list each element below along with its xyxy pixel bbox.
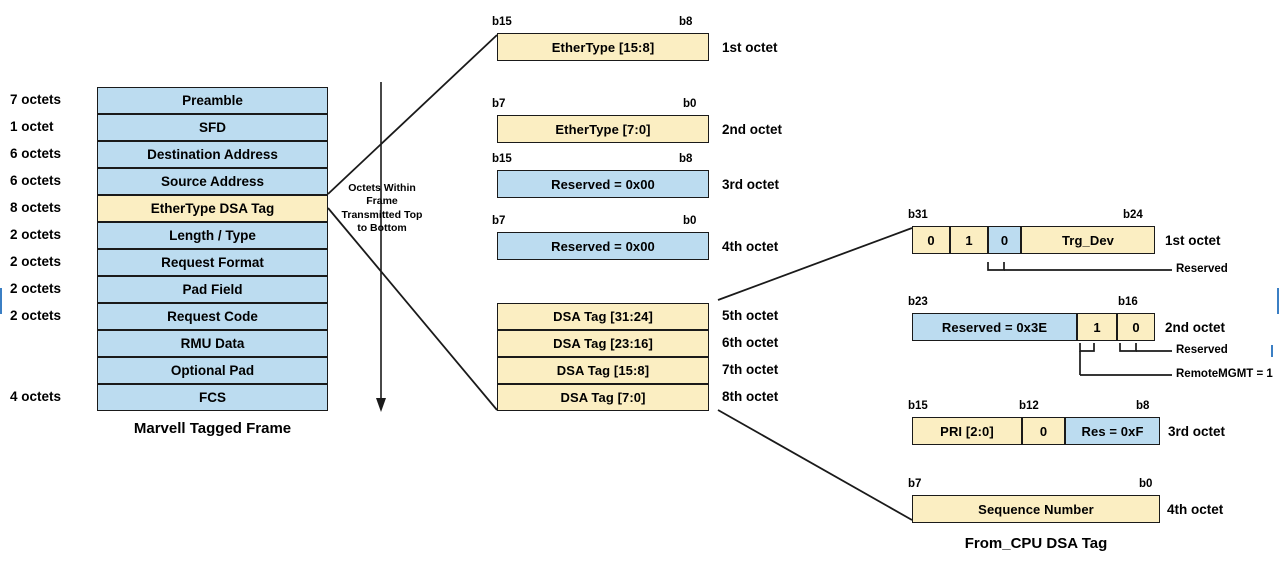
bitfield-octet3-zero: 0 [1022,417,1065,445]
octet-label-4th: 4th octet [1167,502,1224,517]
bit-label-b15: b15 [492,16,512,28]
bit-label-b8: b8 [679,16,693,28]
bit-label-b16: b16 [1118,296,1138,308]
bitfield-octet3-pri: PRI [2:0] [912,417,1022,445]
bit-label-b8: b8 [679,153,693,165]
octet-label-3rd: 3rd octet [1168,424,1226,439]
bit-label-b23: b23 [908,296,928,308]
octet-label-4th: 4th octet [722,239,779,254]
bit-label-b0: b0 [1139,478,1153,490]
frame-row-fcs: FCS [97,384,328,411]
frame-row-destination-address: Destination Address [97,141,328,168]
frame-size-label: 2 octets [10,281,62,296]
octet-field-ethertype-15-8: EtherType [15:8] [497,33,709,61]
frame-caption: Marvell Tagged Frame [133,420,292,437]
octet-field-dsa-tag-31-24: DSA Tag [31:24] [497,303,709,330]
octet-label-1st: 1st octet [1165,233,1221,248]
frame-size-label: 1 octet [10,119,54,134]
callout-reserved: Reserved [1176,263,1228,275]
frame-row-preamble: Preamble [97,87,328,114]
frame-row-sfd: SFD [97,114,328,141]
bit-label-b24: b24 [1123,209,1143,221]
bitfield-octet2-reserved: 0 [1117,313,1155,341]
frame-size-label: 7 octets [10,92,62,107]
octet-label-8th: 8th octet [722,389,779,404]
octet-label-7th: 7th octet [722,362,779,377]
page-edge-mark-right-lower [1271,345,1273,357]
bit-label-b15: b15 [492,153,512,165]
bit-label-b0: b0 [683,215,697,227]
frame-row-pad-field: Pad Field [97,276,328,303]
octet-field-reserved-3rd: Reserved = 0x00 [497,170,709,198]
frame-size-label: 2 octets [10,254,62,269]
octet-field-ethertype-7-0: EtherType [7:0] [497,115,709,143]
octet-field-dsa-tag-7-0: DSA Tag [7:0] [497,384,709,411]
frame-size-label: 6 octets [10,146,62,161]
octet-label-6th: 6th octet [722,335,779,350]
bitfield-octet4-sequence-number: Sequence Number [912,495,1160,523]
frame-row-rmu-data: RMU Data [97,330,328,357]
frame-row-request-code: Request Code [97,303,328,330]
from-cpu-dsa-tag-caption: From_CPU DSA Tag [964,535,1108,552]
bit-label-b8: b8 [1136,400,1150,412]
callout-remotemgmt: RemoteMGMT = 1 [1176,368,1273,380]
bitfield-octet1-bit1: 1 [950,226,988,254]
bitfield-octet2-remotemgmt: 1 [1077,313,1117,341]
bitfield-octet1-bit0: 0 [912,226,950,254]
octet-label-3rd: 3rd octet [722,177,780,192]
frame-size-label: 2 octets [10,308,62,323]
octet-field-reserved-4th: Reserved = 0x00 [497,232,709,260]
bit-label-b15: b15 [908,400,928,412]
bit-label-b12: b12 [1019,400,1039,412]
callout-reserved: Reserved [1176,344,1228,356]
bitfield-octet1-reserved: 0 [988,226,1021,254]
bit-label-b7: b7 [492,98,506,110]
bit-label-b31: b31 [908,209,928,221]
frame-size-label: 2 octets [10,227,62,242]
octet-label-2nd: 2nd octet [722,122,783,137]
frame-row-request-format: Request Format [97,249,328,276]
bit-label-b7: b7 [492,215,506,227]
frame-row-optional-pad: Optional Pad [97,357,328,384]
octet-label-1st: 1st octet [722,40,778,55]
bitfield-octet2-reserved-3e: Reserved = 0x3E [912,313,1077,341]
page-edge-mark-right [1277,288,1279,314]
transmission-order-note: Octets Within Frame Transmitted Top to B… [341,182,423,235]
frame-size-label: 4 octets [10,389,62,404]
octet-label-2nd: 2nd octet [1165,320,1226,335]
frame-size-label: 8 octets [10,200,62,215]
bitfield-octet3-res: Res = 0xF [1065,417,1160,445]
octet-field-dsa-tag-15-8: DSA Tag [15:8] [497,357,709,384]
bit-label-b0: b0 [683,98,697,110]
frame-row-source-address: Source Address [97,168,328,195]
page-edge-mark-left [0,288,2,314]
octet-label-5th: 5th octet [722,308,779,323]
frame-row-ethertype-dsa-tag: EtherType DSA Tag [97,195,328,222]
frame-size-label: 6 octets [10,173,62,188]
bit-label-b7: b7 [908,478,922,490]
octet-field-dsa-tag-23-16: DSA Tag [23:16] [497,330,709,357]
frame-row-length-type: Length / Type [97,222,328,249]
bitfield-octet1-trg-dev: Trg_Dev [1021,226,1155,254]
